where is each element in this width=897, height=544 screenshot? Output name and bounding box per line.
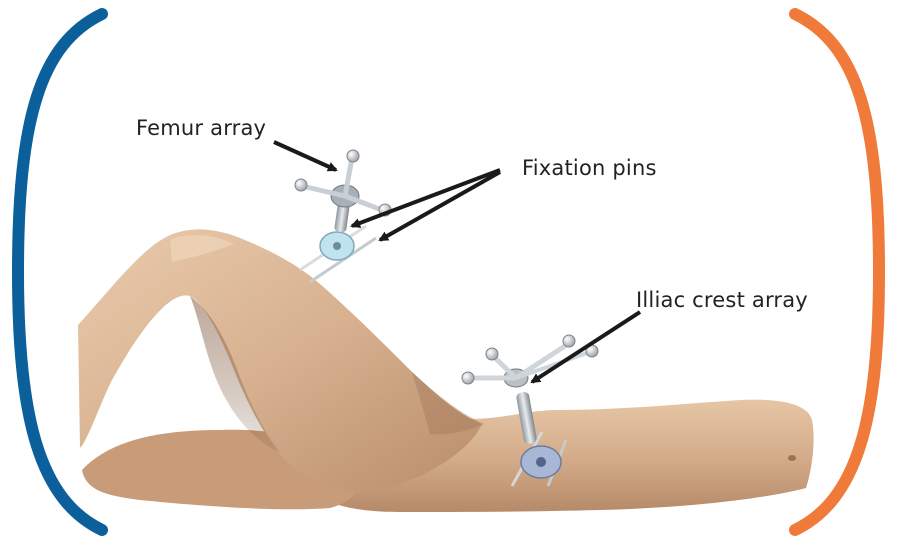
fixation-pin-arrow-lower xyxy=(380,172,500,240)
fixation-pins-label: Fixation pins xyxy=(522,156,657,180)
iliac-crest-array-label: Illiac crest array xyxy=(636,288,808,312)
femur-array-arrow xyxy=(274,142,336,170)
fixation-pin-arrow-upper xyxy=(352,170,500,226)
left-frame-bracket xyxy=(18,14,102,530)
iliac-crest-array-arrow xyxy=(532,312,640,382)
patient-body xyxy=(78,229,814,512)
femur-array-label: Femur array xyxy=(136,116,266,140)
